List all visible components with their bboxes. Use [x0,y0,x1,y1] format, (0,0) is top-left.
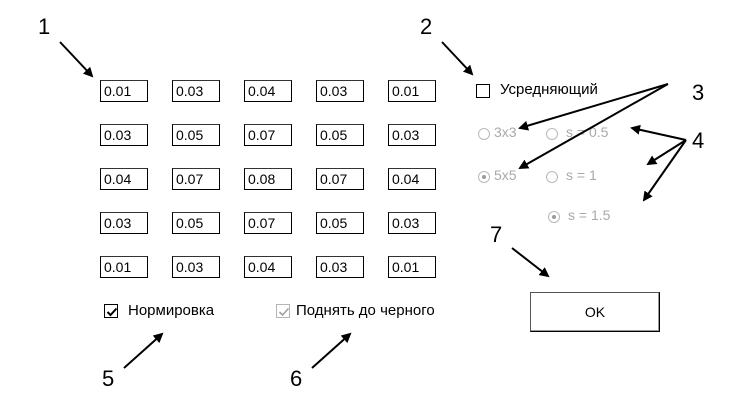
size-radio-5x5-label: 5x5 [494,167,517,183]
callout-1: 1 [38,14,51,39]
kernel-cell[interactable] [388,80,436,102]
kernel-cell[interactable] [244,80,292,102]
kernel-cell[interactable] [100,212,148,234]
kernel-cell[interactable] [316,80,364,102]
kernel-cell[interactable] [244,168,292,190]
kernel-cell[interactable] [100,168,148,190]
arrow-7 [511,247,550,278]
kernel-cell[interactable] [388,212,436,234]
callout-3: 3 [692,80,705,105]
kernel-cell[interactable] [100,80,148,102]
arrow-5 [123,332,164,369]
kernel-cell[interactable] [244,124,292,146]
arrow-4b [646,139,687,166]
kernel-cell[interactable] [172,212,220,234]
kernel-cell[interactable] [388,168,436,190]
callout-2: 2 [420,14,433,39]
averaging-label: Усредняющий [500,81,598,98]
kernel-cell[interactable] [388,124,436,146]
kernel-cell[interactable] [172,168,220,190]
kernel-cell[interactable] [316,168,364,190]
kernel-cell[interactable] [100,256,148,278]
arrow-4c [642,139,687,202]
callout-5: 5 [102,366,115,391]
raise-to-black-checkbox[interactable] [276,304,290,318]
ok-button[interactable]: OK [530,292,660,332]
kernel-cell[interactable] [316,124,364,146]
arrow-2 [441,41,474,76]
arrow-6 [311,332,352,369]
averaging-checkbox[interactable] [476,84,490,98]
sigma-radio-0-5-label: s = 0.5 [566,124,609,140]
check-icon [278,307,290,317]
arrow-4a [630,124,687,141]
callout-6: 6 [290,366,303,391]
sigma-radio-1-5[interactable] [548,211,560,223]
normalize-label: Нормировка [128,302,215,319]
kernel-cell[interactable] [172,124,220,146]
callout-4: 4 [692,128,705,153]
raise-to-black-label: Поднять до черного [296,302,435,319]
sigma-radio-0-5[interactable] [546,128,558,140]
size-radio-5x5[interactable] [478,171,490,183]
size-radio-3x3-label: 3x3 [494,124,517,140]
radio-selected-dot [552,215,556,219]
arrow-1 [59,41,94,78]
kernel-cell[interactable] [316,256,364,278]
callout-7: 7 [490,222,503,247]
sigma-radio-1-5-label: s = 1.5 [568,207,611,223]
check-icon [106,307,118,317]
sigma-radio-1[interactable] [546,171,558,183]
kernel-cell[interactable] [316,212,364,234]
normalize-checkbox[interactable] [104,304,118,318]
kernel-cell[interactable] [244,212,292,234]
size-radio-3x3[interactable] [478,128,490,140]
kernel-cell[interactable] [244,256,292,278]
kernel-cell[interactable] [100,124,148,146]
kernel-cell[interactable] [388,256,436,278]
kernel-cell[interactable] [172,256,220,278]
kernel-cell[interactable] [172,80,220,102]
radio-selected-dot [482,175,486,179]
sigma-radio-1-label: s = 1 [566,167,597,183]
